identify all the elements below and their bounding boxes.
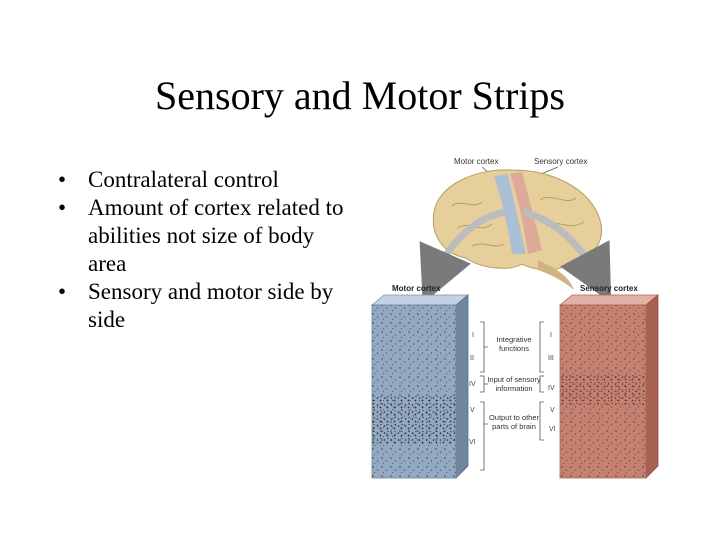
- bullet-glyph: •: [58, 167, 67, 192]
- sensory-layer-label: IV: [548, 385, 555, 392]
- sensory-cortex-block: [558, 294, 660, 479]
- sensory-layer-label: V: [550, 407, 555, 414]
- annotation-input-line1: Input of sensory: [487, 375, 541, 384]
- bullet-item: • Sensory and motor side by side: [58, 278, 358, 334]
- top-label-sensory: Sensory cortex: [534, 157, 587, 166]
- annotation-integrative-line2: functions: [499, 344, 529, 353]
- annotation-input-line2: information: [495, 384, 532, 393]
- motor-layer-label: V: [470, 407, 475, 414]
- cortex-diagram: Motor cortex Sensory cortex Motor cortex…: [370, 157, 660, 479]
- motor-layer-label: I: [472, 332, 474, 339]
- bullet-item: • Contralateral control: [58, 166, 358, 194]
- annotation-output-line1: Output to other: [489, 413, 540, 422]
- bullet-glyph: •: [58, 195, 67, 220]
- bullet-item: • Amount of cortex related to abilities …: [58, 194, 358, 278]
- motor-cortex-block: [370, 294, 470, 479]
- bullet-list: • Contralateral control • Amount of cort…: [58, 166, 358, 334]
- block-label-sensory: Sensory cortex: [580, 284, 638, 293]
- top-label-motor: Motor cortex: [454, 157, 498, 166]
- motor-layer-label: II: [470, 355, 474, 362]
- bullet-text: Sensory and motor side by side: [88, 279, 334, 332]
- annotation-output-line2: parts of brain: [492, 422, 536, 431]
- motor-layer-label: VI: [469, 439, 476, 446]
- sensory-layer-label: I: [550, 332, 552, 339]
- sensory-layer-label: VI: [549, 426, 556, 433]
- bullet-text: Amount of cortex related to abilities no…: [88, 195, 344, 276]
- sensory-layer-label: III: [548, 355, 554, 362]
- bullet-text: Contralateral control: [88, 167, 279, 192]
- cortex-figure: Motor cortex Sensory cortex Motor cortex…: [362, 150, 678, 480]
- slide-title: Sensory and Motor Strips: [155, 73, 565, 118]
- block-label-motor: Motor cortex: [392, 284, 441, 293]
- brain-illustration: [432, 169, 602, 290]
- bullet-glyph: •: [58, 279, 67, 304]
- motor-layer-label: IV: [469, 381, 476, 388]
- annotation-integrative-line1: Integrative: [496, 335, 531, 344]
